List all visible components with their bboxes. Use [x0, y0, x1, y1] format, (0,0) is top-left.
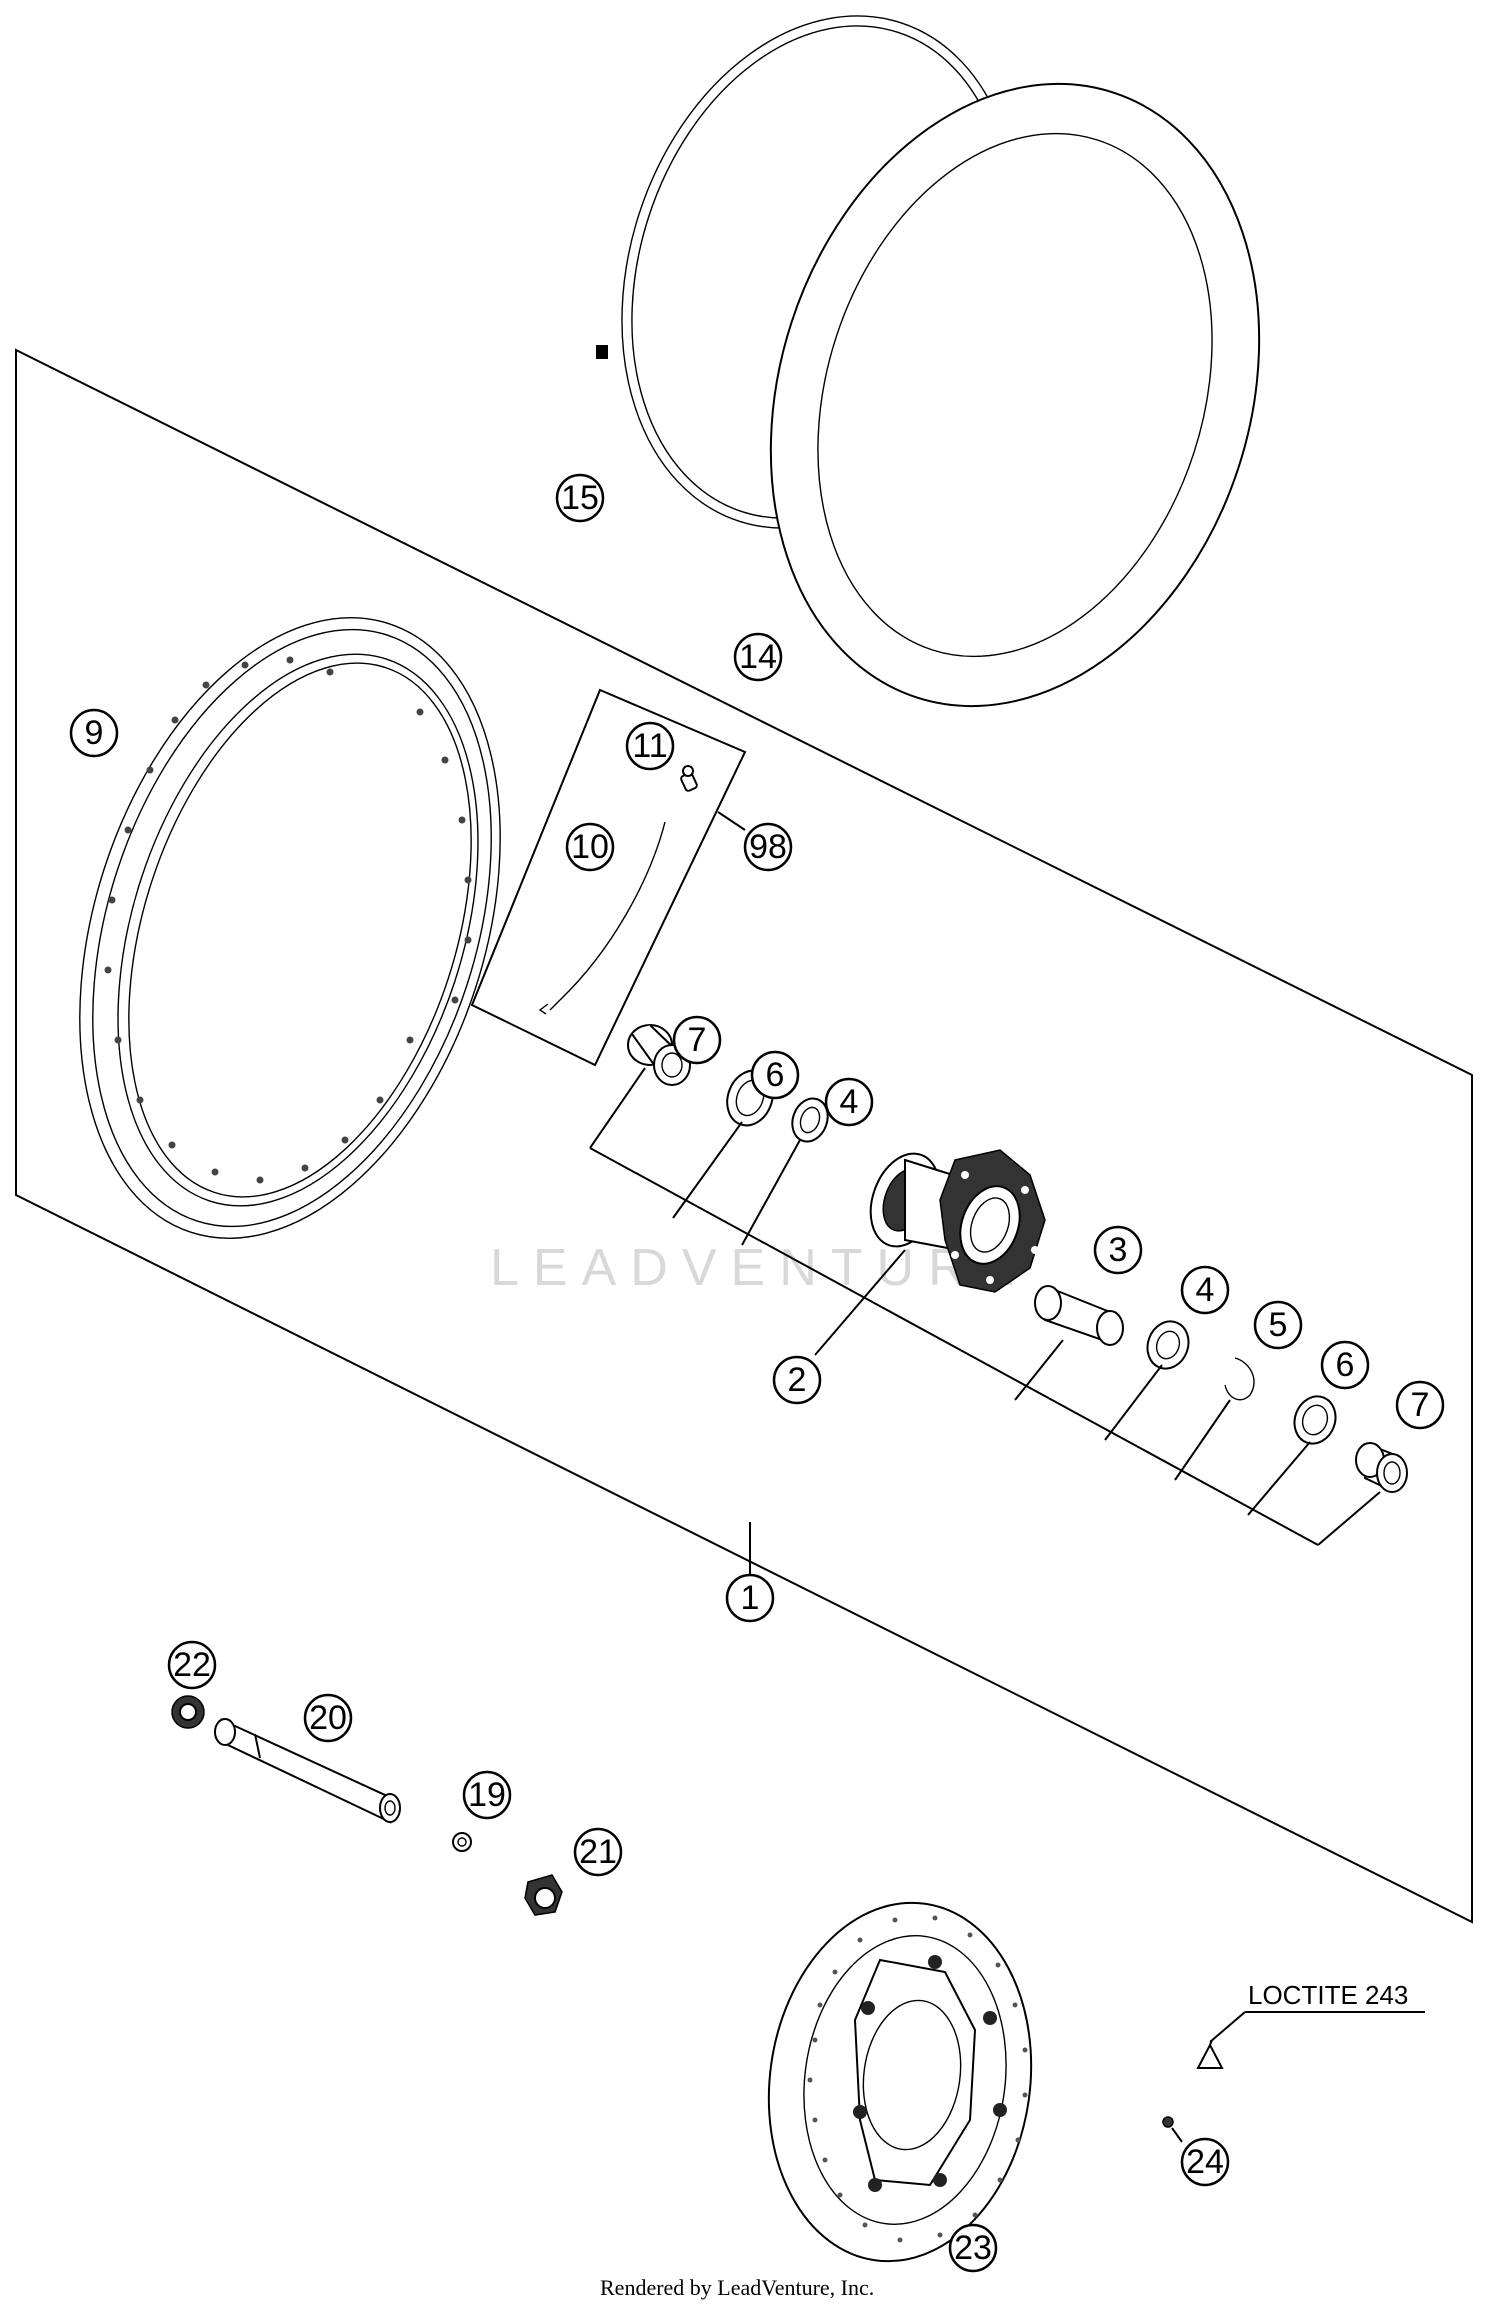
loctite-note: LOCTITE 243	[1209, 1980, 1425, 2043]
svg-text:7: 7	[1411, 1386, 1430, 1424]
callout-7-right: 7	[1395, 1380, 1445, 1430]
brake-disc-part	[767, 1901, 1033, 2263]
hub-part	[869, 1149, 1046, 1293]
callout-21: 21	[573, 1827, 623, 1877]
svg-text:7: 7	[688, 1021, 707, 1059]
svg-text:19: 19	[468, 1776, 506, 1814]
footer-credit: Rendered by LeadVenture, Inc.	[600, 2275, 874, 2300]
callout-22: 22	[167, 1640, 217, 1690]
callout-5: 5	[1253, 1300, 1303, 1350]
countersunk-bolt-part	[1162, 2039, 1224, 2143]
svg-text:3: 3	[1109, 1231, 1128, 1269]
callout-3: 3	[1093, 1225, 1143, 1275]
svg-text:24: 24	[1186, 2143, 1224, 2181]
callout-4-right: 4	[1180, 1265, 1230, 1315]
svg-text:9: 9	[85, 714, 104, 752]
svg-text:20: 20	[309, 1699, 347, 1737]
watermark-text: LEADVENTURE	[490, 1239, 1028, 1297]
shaft-seal-right-part	[1293, 1395, 1337, 1445]
svg-text:6: 6	[1336, 1346, 1355, 1384]
bearing-right-part	[1146, 1320, 1190, 1370]
callout-4-left: 4	[824, 1077, 874, 1127]
callout-6-right: 6	[1320, 1340, 1370, 1390]
small-nut-part	[452, 1832, 472, 1852]
spoke-part	[538, 821, 666, 1015]
circlip-part	[1224, 1357, 1255, 1401]
loctite-note-text: LOCTITE 243	[1248, 1980, 1408, 2010]
rim-part	[79, 617, 501, 1239]
callout-7-left: 7	[672, 1015, 722, 1065]
nipple-part	[680, 765, 698, 792]
callout-6-left: 6	[750, 1050, 800, 1100]
callout-98: 98	[743, 822, 793, 872]
svg-text:15: 15	[561, 479, 599, 517]
callout-24: 24	[1180, 2137, 1230, 2187]
bearing-left-part	[791, 1097, 829, 1143]
callout-19: 19	[462, 1770, 512, 1820]
tire-part	[769, 82, 1261, 708]
svg-text:98: 98	[749, 828, 787, 866]
callout-23: 23	[948, 2223, 998, 2273]
svg-text:14: 14	[739, 638, 777, 676]
svg-text:6: 6	[766, 1056, 785, 1094]
collar-bolt-part	[524, 1874, 563, 1916]
svg-text:11: 11	[632, 727, 667, 765]
svg-text:21: 21	[579, 1833, 617, 1871]
svg-text:10: 10	[571, 828, 609, 866]
svg-text:1: 1	[741, 1579, 760, 1617]
callout-1: 1	[725, 1573, 775, 1623]
callout-20: 20	[303, 1693, 353, 1743]
wheel-spindle-part	[214, 1718, 401, 1824]
callout-2: 2	[772, 1355, 822, 1405]
spacer-left-part	[627, 1024, 691, 1086]
svg-text:2: 2	[788, 1361, 807, 1399]
assembly-frame	[15, 348, 1473, 1924]
spacer-right-part	[1355, 1442, 1408, 1493]
distance-sleeve-part	[1034, 1285, 1124, 1346]
svg-text:4: 4	[840, 1083, 859, 1121]
callout-14: 14	[733, 632, 783, 682]
callout-9: 9	[69, 708, 119, 758]
leader-lines	[589, 1067, 1381, 1575]
callout-10: 10	[565, 822, 615, 872]
callout-15: 15	[555, 473, 605, 523]
svg-text:4: 4	[1196, 1271, 1215, 1309]
svg-text:22: 22	[173, 1646, 211, 1684]
svg-text:5: 5	[1269, 1306, 1288, 1344]
callout-11: 11	[625, 721, 675, 771]
axle-nut-part	[171, 1695, 205, 1729]
svg-text:23: 23	[954, 2229, 992, 2267]
spoke-set-bracket	[470, 688, 747, 1067]
